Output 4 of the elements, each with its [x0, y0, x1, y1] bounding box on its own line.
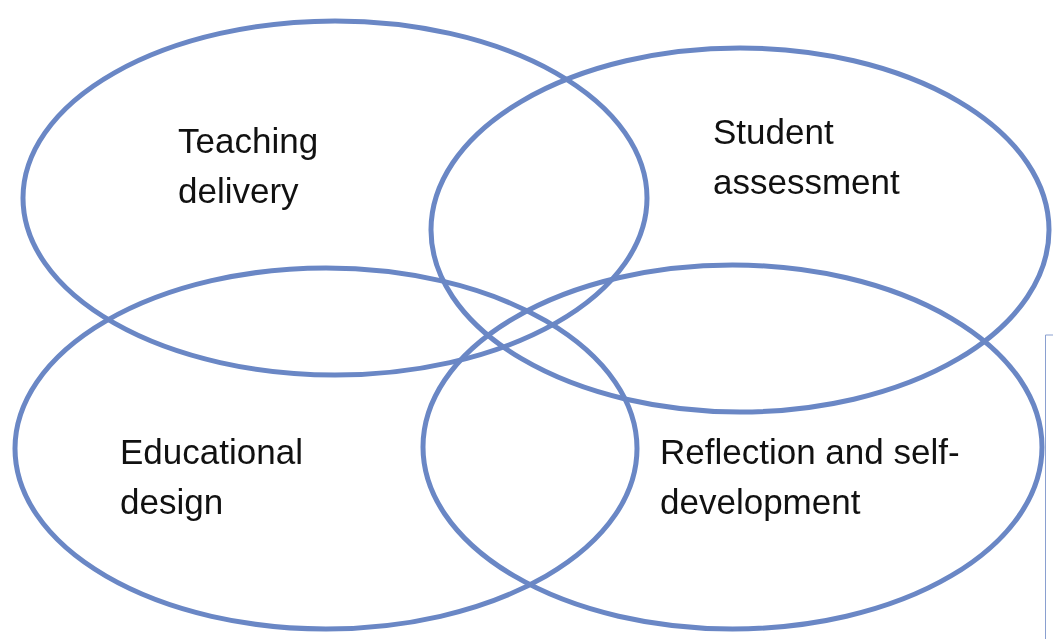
ellipse-label: Teaching delivery	[178, 120, 320, 212]
ellipse-label: Educational design	[120, 431, 304, 523]
ellipse-label: Reflection and self-development	[660, 431, 961, 523]
ellipse-label: Student assessment	[713, 111, 901, 203]
